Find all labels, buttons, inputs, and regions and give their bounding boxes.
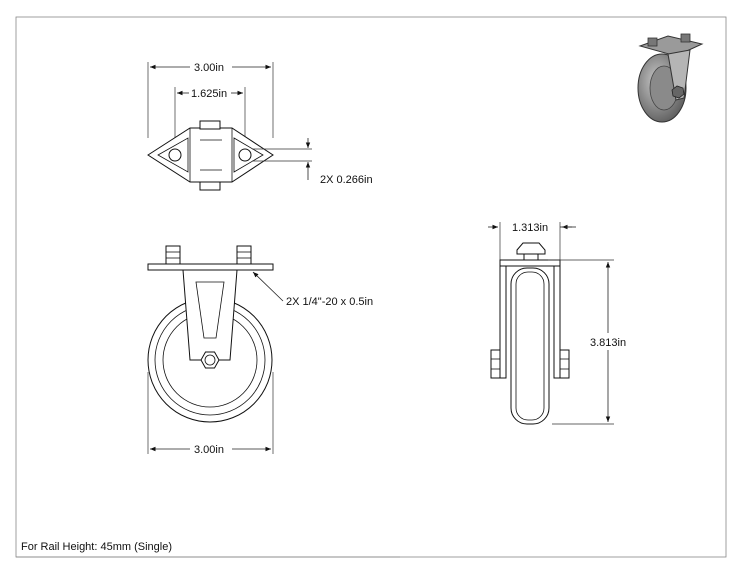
stud-top-upper: [199, 120, 221, 130]
stud-top-lower: [199, 181, 221, 191]
dim-thread: 2X 1/4"-20 x 0.5in: [286, 296, 373, 308]
fork-cutout: [195, 281, 225, 339]
dim-top-width: 3.00in: [194, 62, 224, 74]
side-view: 1.313in 3.813in: [488, 222, 626, 425]
wheel-side: [510, 267, 550, 425]
axle-nut-left: [490, 349, 501, 379]
mounting-hole-right: [238, 148, 252, 162]
mounting-hole-left: [168, 148, 182, 162]
dim-hole-spacing: 1.625in: [191, 88, 227, 100]
mounting-plate-front: [147, 263, 274, 271]
dim-side-height: 3.813in: [590, 337, 626, 349]
dim-front-width: 3.00in: [194, 444, 224, 456]
fork-leg-right: [553, 265, 561, 379]
mounting-plate-top: [147, 127, 274, 183]
slot-left: [157, 137, 189, 173]
stud-right: [236, 245, 252, 267]
dim-side-width: 1.313in: [512, 222, 548, 234]
slot-right: [233, 137, 264, 173]
axle-nut: [200, 351, 220, 369]
fork-leg-left: [499, 265, 507, 379]
fork-front: [182, 269, 238, 361]
sheet-border: [15, 16, 727, 558]
rail-height-note: For Rail Height: 45mm (Single): [21, 541, 172, 553]
front-view: 2X 1/4"-20 x 0.5in 3.00in: [147, 245, 373, 456]
mounting-plate-side: [499, 259, 561, 267]
isometric-preview: [637, 33, 704, 123]
top-view: 3.00in 1.625in 2X 0.266in: [147, 62, 373, 191]
dim-hole-dia: 2X 0.266in: [320, 174, 373, 186]
axle-nut-right: [559, 349, 570, 379]
iso-fork: [667, 49, 691, 101]
side-stud: [516, 242, 546, 255]
stud-left: [165, 245, 181, 267]
